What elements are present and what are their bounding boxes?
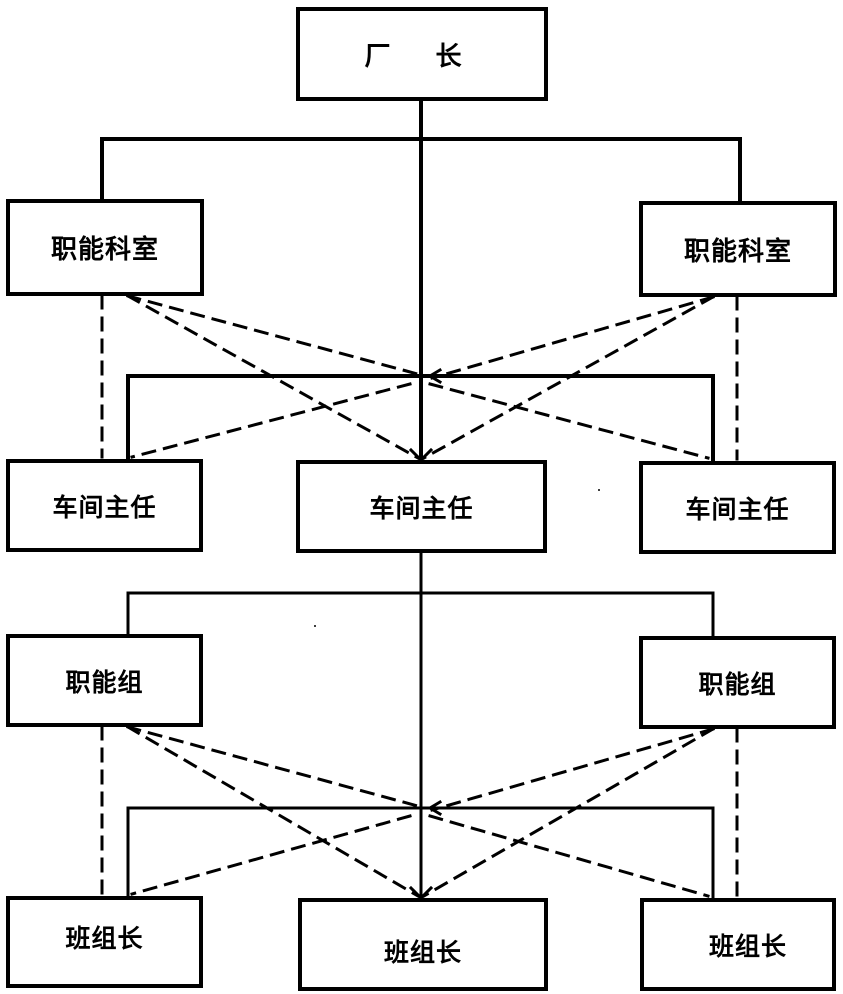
node-team-leader-right: 班组长 [640, 898, 836, 991]
arrowhead-teamleader-bus [427, 799, 443, 817]
dashed-line-dept-l-to-ws-c [125, 293, 421, 461]
dashed-line-dept-r-to-bus [430, 295, 715, 380]
node-label: 班组长 [383, 937, 462, 967]
node-label: 车间主任 [369, 493, 474, 523]
node-factory-director: 厂 长 [296, 7, 548, 101]
dashed-line-dept-l-to-ws-r [428, 382, 710, 460]
node-workshop-director-left: 车间主任 [6, 459, 203, 552]
solid-line-group-bus [126, 591, 715, 638]
dashed-line-grp-l-to-tl-c [125, 724, 421, 899]
dashed-line-grp-r-to-bus [430, 727, 715, 812]
arrowhead-workshop-bus [427, 367, 443, 385]
node-label: 职能科室 [683, 236, 792, 267]
dashed-line-dept-l-to-bus [126, 294, 427, 378]
node-label: 车间主任 [52, 492, 157, 522]
solid-line-director-depts [100, 137, 742, 203]
dashed-line-grp-r-to-tl-c [421, 726, 716, 899]
dashed-line-grp-l-to-bus [126, 725, 427, 810]
node-label: 职能组 [698, 669, 777, 699]
solid-line-teamleader-bus [126, 806, 715, 900]
node-label: 职能科室 [50, 235, 159, 265]
node-label: 班组长 [65, 924, 144, 953]
dashed-line-dept-r-to-ws-l [130, 382, 412, 459]
solid-line-workshop-bus [126, 374, 715, 463]
node-label: 班组长 [708, 931, 787, 961]
node-label: 车间主任 [685, 494, 790, 524]
node-functional-group-right: 职能组 [639, 636, 836, 729]
dashed-line-grp-r-to-tl-l [130, 814, 412, 896]
node-functional-dept-right: 职能科室 [639, 201, 837, 297]
dashed-line-grp-l-to-tl-r [428, 814, 710, 898]
node-workshop-director-right: 车间主任 [639, 461, 836, 554]
node-functional-group-left: 职能组 [6, 634, 203, 727]
stray-dot [314, 625, 316, 627]
stray-dot [598, 489, 600, 491]
node-team-leader-center: 班组长 [298, 898, 548, 991]
node-label: 厂 长 [364, 41, 480, 72]
node-workshop-director-center: 车间主任 [296, 460, 547, 553]
node-team-leader-left: 班组长 [6, 896, 203, 988]
node-functional-dept-left: 职能科室 [6, 199, 204, 296]
node-label: 职能组 [65, 667, 144, 697]
dashed-line-dept-r-to-ws-c [421, 294, 716, 461]
